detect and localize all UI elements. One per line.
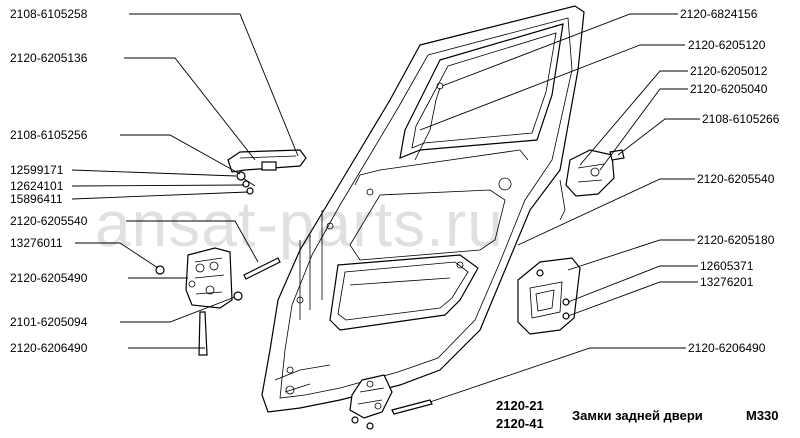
part-number: 12605371 bbox=[700, 259, 754, 273]
part-number: 13276201 bbox=[700, 275, 754, 289]
part-number: 2120-6824156 bbox=[680, 7, 758, 21]
watermark: ansat-parts.ru bbox=[95, 188, 504, 260]
lock-mechanism-left bbox=[155, 247, 281, 356]
part-number: 2108-6105256 bbox=[10, 128, 88, 142]
lock-cylinder-right bbox=[559, 149, 625, 221]
part-number: 13276011 bbox=[10, 236, 63, 250]
leader-lines bbox=[71, 13, 700, 403]
part-number: 2108-6105266 bbox=[702, 112, 780, 126]
part-number: 2120-6205540 bbox=[10, 214, 88, 228]
part-number: 2120-6205120 bbox=[688, 38, 766, 52]
part-number: 2101-6205094 bbox=[10, 315, 88, 329]
labels-right: 2120-6824156 2120-6205120 2120-6205012 2… bbox=[680, 7, 780, 355]
part-number: 2120-6205490 bbox=[10, 271, 88, 285]
part-number: 2120-6205180 bbox=[697, 233, 775, 247]
part-number: 2120-6205540 bbox=[697, 172, 775, 186]
model-number: 2120-21 bbox=[496, 398, 544, 413]
part-number: 2120-6205136 bbox=[10, 51, 88, 65]
diagram-title: Замки задней двери bbox=[572, 408, 703, 423]
part-number: 15896411 bbox=[10, 192, 63, 206]
part-number: 2120-6206490 bbox=[688, 341, 766, 355]
part-number: 2108-6105258 bbox=[10, 7, 88, 21]
inner-handle-right bbox=[517, 257, 581, 335]
part-number: 12599171 bbox=[10, 163, 64, 177]
part-number: 2120-6206490 bbox=[10, 341, 88, 355]
diagram-code: М330 bbox=[746, 408, 779, 423]
footer: 2120-21 2120-41 Замки задней двери М330 bbox=[496, 398, 779, 431]
outer-handle bbox=[227, 149, 307, 173]
part-number: 12624101 bbox=[10, 179, 64, 193]
labels-left: 2108-6105258 2120-6205136 2108-6105256 1… bbox=[10, 7, 88, 355]
bottom-lock-bracket bbox=[349, 374, 433, 430]
model-number: 2120-41 bbox=[496, 416, 544, 431]
small-fasteners-left bbox=[236, 171, 256, 195]
part-number: 2120-6205040 bbox=[690, 82, 768, 96]
rear-door-illustration bbox=[261, 5, 585, 413]
part-number: 2120-6205012 bbox=[690, 64, 768, 78]
